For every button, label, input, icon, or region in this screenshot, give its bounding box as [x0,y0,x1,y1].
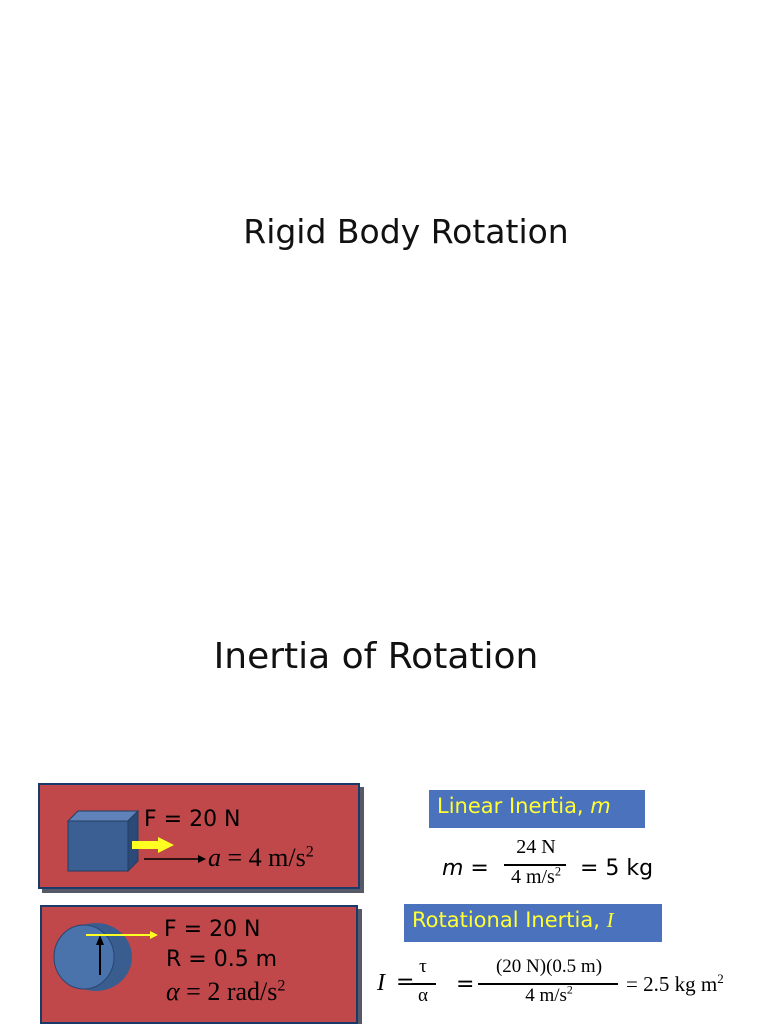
linear-accel-label: a = 4 m/s2 [208,843,314,872]
rot-result: = 2.5 kg m2 [626,971,724,996]
rot-frac1-num: τ [419,956,427,977]
linear-denominator: 4 m/s2 [510,864,562,888]
force-arrow [132,841,158,849]
linear-force-label: F = 20 N [144,807,241,832]
linear-result: = 5 kg [580,856,654,881]
linear-inertia-label: Linear Inertia, m [429,790,645,828]
rot-eq2: = [456,972,475,997]
linear-motion-panel: F = 20 N a = 4 m/s2 [38,783,360,889]
rot-lhs-var: I [377,970,385,996]
rot-alpha-label: α = 2 rad/s2 [166,977,286,1006]
rot-frac2-num: (20 N)(0.5 m) [495,956,603,977]
rot-radius-label: R = 0.5 m [166,947,278,972]
rotational-inertia-label: Rotational Inertia, I [404,904,662,942]
rot-frac2-den: 4 m/s2 [525,983,573,1006]
cube-diagram [66,809,206,873]
linear-lhs: m = [442,856,489,881]
linear-numerator: 24 N [516,836,556,858]
rot-frac2-line [478,983,618,985]
slide-title-rigid-body: Rigid Body Rotation [243,212,569,251]
cylinder-diagram [53,923,158,991]
rot-frac1-line [412,983,436,985]
rot-force-label: F = 20 N [164,917,261,942]
rot-lhs-eq: = [396,970,415,995]
linear-fraction-line [504,864,566,866]
rotation-panel: F = 20 N R = 0.5 m α = 2 rad/s2 [40,905,358,1024]
rot-frac1-den: α [418,985,428,1006]
slide-title-inertia: Inertia of Rotation [213,636,539,677]
